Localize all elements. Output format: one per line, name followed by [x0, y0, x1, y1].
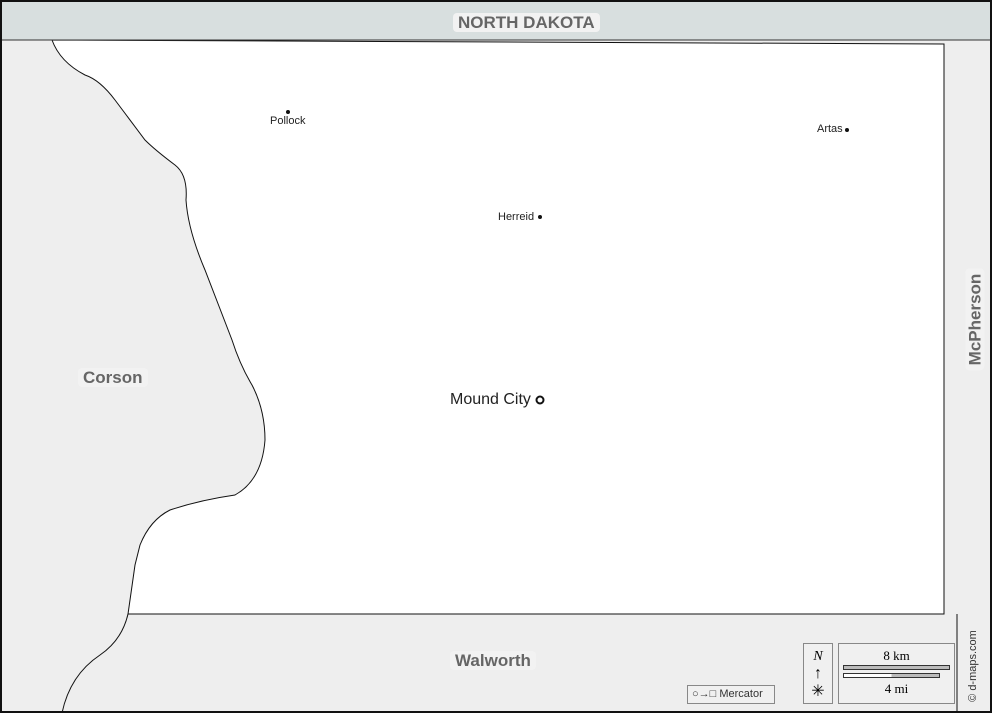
scale-bar: 8 km 4 mi	[838, 643, 955, 704]
region-label-north: NORTH DAKOTA	[453, 13, 600, 32]
scale-km-bar	[843, 665, 950, 670]
region-label-east: McPherson	[965, 268, 985, 371]
scale-mi-label: 4 mi	[884, 681, 909, 696]
projection-box: ○→□ Mercator	[687, 685, 775, 704]
north-arrow: N↑✳	[803, 643, 833, 704]
region-label-west: Corson	[78, 368, 148, 387]
projection-icon: ○→□	[692, 688, 720, 700]
town-dot	[286, 110, 290, 114]
projection-label: Mercator	[719, 688, 763, 700]
credit: © d-maps.com	[967, 630, 979, 702]
region-label-south: Walworth	[450, 651, 536, 670]
north-label: N	[813, 649, 823, 664]
scale-km-label: 8 km	[883, 648, 910, 663]
town-label: Artas	[817, 123, 843, 135]
town-dot	[538, 215, 542, 219]
county-area	[51, 39, 945, 615]
town-label-seat: Mound City	[450, 391, 531, 408]
river-line	[61, 613, 129, 713]
scale-mi-bar	[843, 673, 940, 678]
county-seat-icon	[535, 395, 545, 405]
town-dot	[845, 128, 849, 132]
compass-icon: ↑✳	[811, 665, 825, 700]
town-label: Pollock	[270, 115, 306, 127]
town-label: Herreid	[498, 211, 535, 223]
